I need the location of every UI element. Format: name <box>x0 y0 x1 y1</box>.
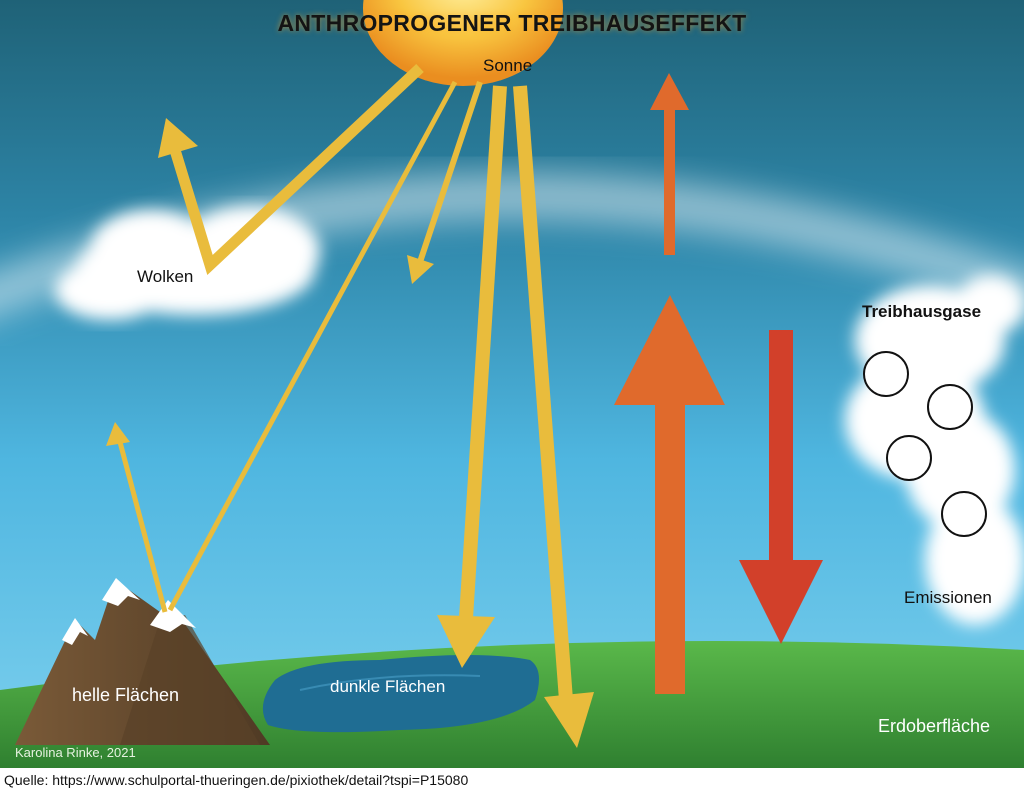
ray-to-clouds <box>169 63 424 276</box>
label-greenhouse-gases: Treibhausgase <box>862 302 982 321</box>
ray-to-clouds-arrowhead <box>158 118 198 158</box>
gas-molecule <box>927 384 973 430</box>
dark-water-surface <box>262 655 539 733</box>
infrared-escape-shaft <box>664 108 675 255</box>
infrared-back-shaft <box>769 330 793 562</box>
infrared-back-arrowhead <box>739 560 823 644</box>
label-bright-surfaces: helle Flächen <box>72 685 180 705</box>
ray-into-atmosphere <box>417 81 483 263</box>
snow-cap-right <box>150 600 196 632</box>
snow-cap-middle <box>102 578 140 606</box>
cloud-left <box>55 207 320 320</box>
label-clouds: Wolken <box>137 267 194 286</box>
ray-to-mountains <box>167 80 458 612</box>
gas-molecule <box>863 351 909 397</box>
ray-to-earth-surface <box>513 85 573 701</box>
ray-to-dark-surfaces <box>459 85 507 619</box>
gas-molecule <box>941 491 987 537</box>
mountains-bright-surfaces <box>15 578 270 745</box>
sun <box>363 0 563 86</box>
ray-into-atmosphere-arrowhead <box>407 255 434 284</box>
label-dark-surfaces: dunkle Flächen <box>330 677 446 696</box>
ray-to-dark-surfaces-arrowhead <box>437 615 495 668</box>
label-earth-surface: Erdoberfläche <box>878 716 991 736</box>
diagram-title: ANTHROPROGENER TREIBHAUSEFFEKT <box>277 10 747 36</box>
author-credit: Karolina Rinke, 2021 <box>15 745 136 760</box>
snow-cap-left <box>62 618 88 645</box>
infrared-radiation <box>614 73 823 694</box>
solar-rays <box>106 63 594 748</box>
gas-molecule <box>886 435 932 481</box>
greenhouse-gas-molecules <box>863 351 987 537</box>
infrared-up-shaft <box>655 402 685 694</box>
label-emissions: Emissionen <box>904 588 992 607</box>
ray-to-earth-surface-arrowhead <box>544 692 594 748</box>
reflection-from-mountains <box>117 441 168 613</box>
scene-svg <box>0 0 1024 768</box>
source-caption: Quelle: https://www.schulportal-thuering… <box>4 772 469 788</box>
infrared-up-arrowhead <box>614 295 725 405</box>
greenhouse-effect-illustration: ANTHROPROGENER TREIBHAUSEFFEKT Sonne Wol… <box>0 0 1024 768</box>
reflection-arrowhead <box>106 422 130 446</box>
label-sun: Sonne <box>483 56 533 75</box>
infrared-escape-arrowhead <box>650 73 689 110</box>
